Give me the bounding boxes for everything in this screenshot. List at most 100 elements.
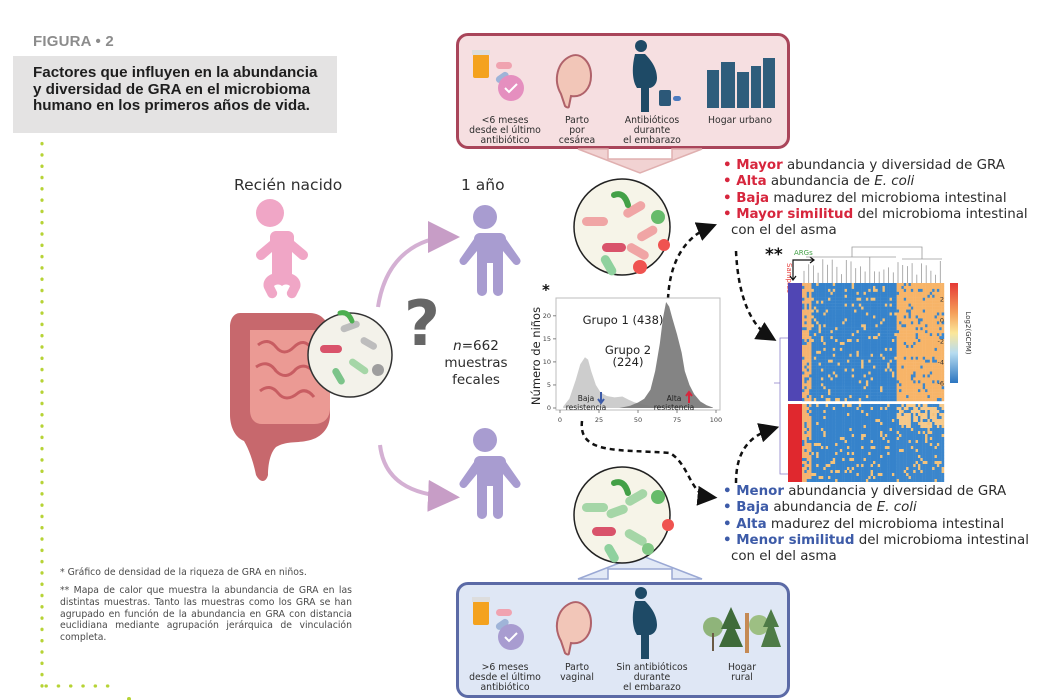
heatmap-cell [936,476,940,480]
heatmap-cell [913,324,916,328]
heatmap-cell [896,413,900,417]
heatmap-cell [910,470,914,474]
heatmap-cell [896,434,900,438]
heatmap-cell [811,353,815,357]
heatmap-cell [830,333,833,337]
heatmap-cell [804,347,807,352]
heatmap-cell [844,321,848,325]
heatmap-cell [806,350,810,354]
heatmap-cell [891,297,895,301]
heatmap-cell [832,473,836,477]
heatmap-cell [925,294,928,298]
heatmap-cell [899,464,902,468]
heatmap-cell [936,443,940,447]
heatmap-cell [813,428,817,432]
heatmap-cell [851,344,855,349]
heatmap-cell [820,333,824,337]
heatmap-cell [813,374,817,378]
heatmap-cell [875,377,878,381]
y-tick-label: 5 [547,381,551,389]
heatmap-cell [849,350,852,354]
heatmap-cell [941,339,945,343]
heatmap-cell [856,404,859,408]
heatmap-cell [896,476,900,480]
heatmap-cell [842,380,845,384]
dotted-rule-horizontal [40,684,112,688]
heatmap-cell [825,476,829,480]
heatmap-cell [932,416,935,420]
heatmap-cell [906,297,909,301]
heatmap-cell [877,318,881,322]
heatmap-cell [823,461,826,465]
heatmap-cell [941,353,945,357]
heatmap-cell [849,473,852,477]
heatmap-cell [861,425,864,429]
heatmap-cell [920,362,923,366]
heatmap-cell [818,283,822,287]
heatmap-cell [854,452,857,456]
heatmap-cell [823,356,826,360]
heatmap-cell [913,342,916,346]
heatmap-cell [877,371,881,375]
heatmap-cell [858,347,862,352]
heatmap-cell [920,380,923,384]
heatmap-cell [927,428,930,432]
heatmap-cell [802,446,805,450]
heatmap-cell [811,395,815,399]
heatmap-cell [806,288,810,293]
heatmap-cell [889,419,893,423]
heatmap-cell [925,288,928,293]
heatmap-cell [899,344,902,349]
dashed-arrow-high-to-heatmap [734,250,777,341]
heatmap-cell [861,404,864,408]
heatmap-cell [816,458,819,462]
heatmap-cell [818,350,822,354]
heatmap-cell [922,318,926,322]
heatmap-cell [858,291,862,295]
heatmap-cell [861,458,864,462]
heatmap-cell [908,392,912,396]
heatmap-cell [849,419,852,423]
heatmap-cell [906,449,909,453]
heatmap-cell [941,368,945,372]
heatmap-cell [891,300,895,304]
heatmap-cell [861,318,864,322]
outcome-text: abundancia y diversidad de GRA [783,484,1007,499]
heatmap-cell [823,342,826,346]
heatmap-cell [915,425,919,429]
heatmap-cell [846,473,850,477]
heatmap-cell [820,324,824,328]
heatmap-cell [899,327,902,331]
heatmap-cell [828,434,831,438]
heatmap-cell [854,333,857,337]
heatmap-cell [891,306,895,310]
heatmap-cell [920,467,923,471]
heatmap-cell [884,410,888,414]
heatmap-cell [922,321,926,325]
heatmap-cell [891,359,895,363]
heatmap-cell [811,464,815,468]
heatmap-cell [906,437,909,441]
heatmap-cell [875,324,878,328]
heatmap-cell [917,407,921,411]
heatmap-cell [884,476,888,480]
heatmap-cell [917,291,921,295]
heatmap-cell [868,359,871,363]
heatmap-cell [939,339,942,343]
heatmap-cell [849,431,852,435]
heatmap-cell [802,449,805,453]
heatmap-cell [868,473,871,477]
heatmap-cell [839,327,843,331]
heatmap-cell [844,458,848,462]
heatmap-cell [854,312,857,316]
heatmap-cell [844,404,848,408]
heatmap-cell [842,371,845,375]
heatmap-cell [804,330,807,334]
heatmap-cell [920,312,923,316]
heatmap-cell [910,365,914,369]
heatmap-cell [809,297,812,301]
heatmap-cell [837,309,841,313]
heatmap-cell [884,365,888,369]
heatmap-cell [802,294,805,298]
heatmap-cell [802,339,805,343]
